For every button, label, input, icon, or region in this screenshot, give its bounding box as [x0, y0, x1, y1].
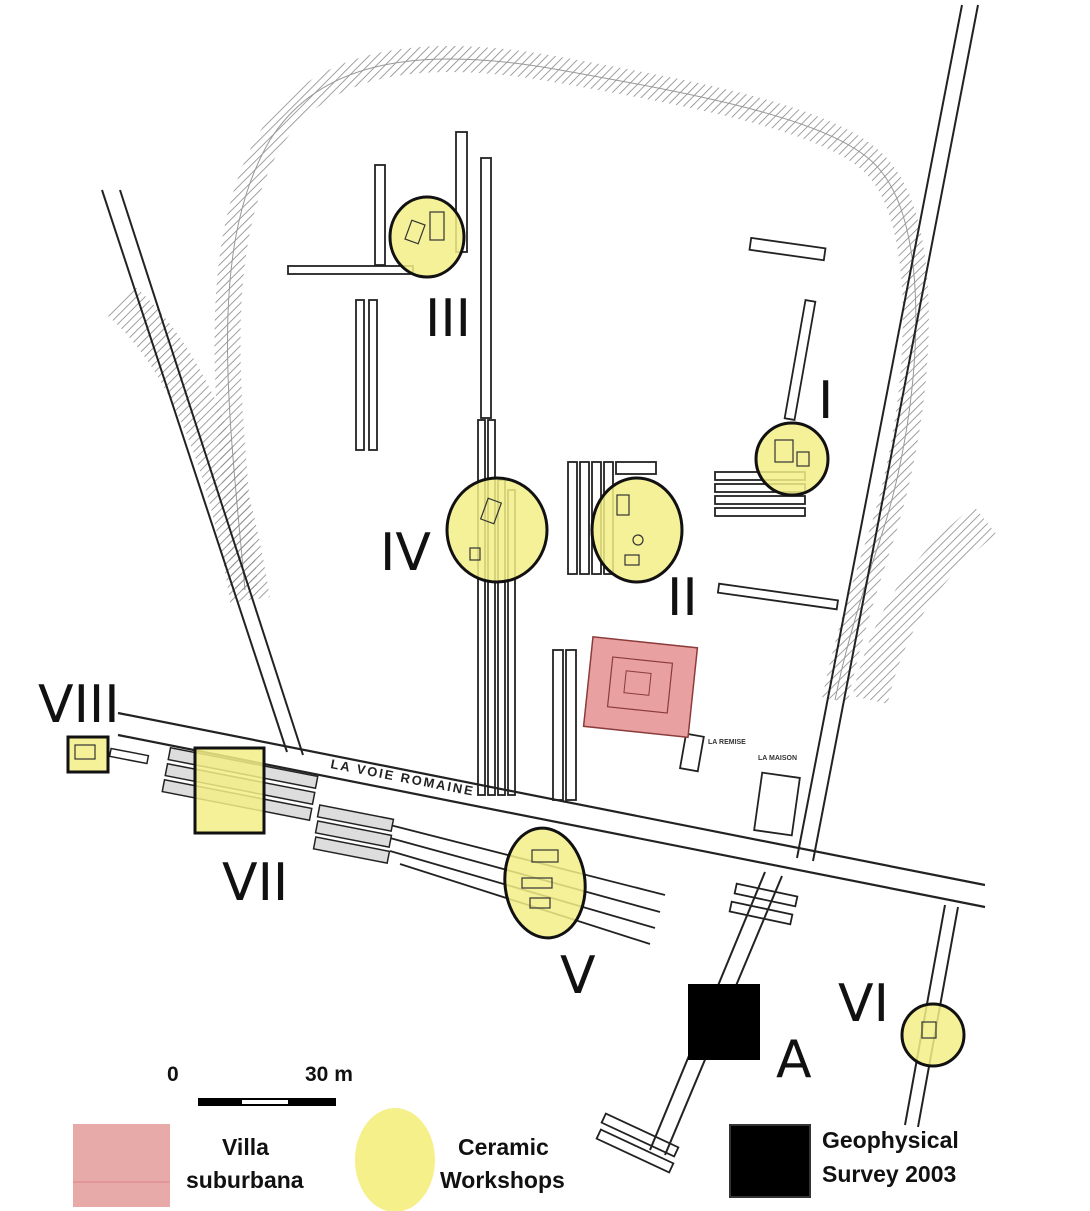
scale-end-label: 30 m: [305, 1063, 353, 1086]
workshop-iii: [388, 195, 466, 279]
workshop-ii: [590, 476, 684, 584]
western-road: [101, 189, 304, 756]
legend-survey-swatch: [729, 1124, 811, 1198]
legend-villa-line1: Villa: [222, 1134, 269, 1160]
site-label-vii: VII: [222, 853, 288, 913]
wall-viii: [108, 747, 150, 765]
site-label-a: A: [776, 1030, 812, 1090]
workshop-vii: [193, 746, 266, 835]
scale-bar: 0 30 m: [167, 1063, 353, 1106]
workshop-iv: [445, 476, 549, 584]
eastern-road: [796, 4, 979, 862]
label-maison: LA MAISON: [758, 755, 797, 762]
workshop-structures: [74, 211, 937, 1039]
workshop-viii: [66, 735, 110, 774]
survey-area-a: [688, 984, 760, 1060]
legend-ceramic-swatch: [355, 1108, 435, 1211]
villa-suburbana: [582, 635, 699, 739]
legend-ceramic-line2: Workshops: [440, 1167, 565, 1193]
legend-villa-swatch: [73, 1124, 170, 1207]
scale-start-label: 0: [167, 1063, 179, 1086]
hatched-bank-east: [852, 505, 997, 705]
site-label-ii: II: [667, 568, 698, 628]
legend-villa-line2: suburbana: [186, 1167, 304, 1193]
site-label-v: V: [560, 946, 596, 1006]
embankment: [214, 46, 929, 703]
site-label-vi: VI: [838, 974, 889, 1034]
site-label-iv: IV: [380, 523, 431, 583]
legend-survey-line1: Geophysical: [822, 1127, 959, 1153]
site-label-iii: III: [425, 289, 471, 349]
legend-survey-line2: Survey 2003: [822, 1161, 956, 1187]
site-label-viii: VIII: [38, 675, 120, 735]
legend: Villa suburbana Ceramic Workshops Geophy…: [73, 1108, 959, 1211]
workshop-v: [503, 826, 587, 940]
workshop-vi: [900, 1002, 966, 1068]
legend-ceramic-line1: Ceramic: [458, 1134, 549, 1160]
workshops: [66, 195, 966, 1068]
workshop-i: [754, 421, 830, 497]
site-label-i: I: [818, 371, 833, 431]
label-remise: LA REMISE: [708, 739, 746, 746]
